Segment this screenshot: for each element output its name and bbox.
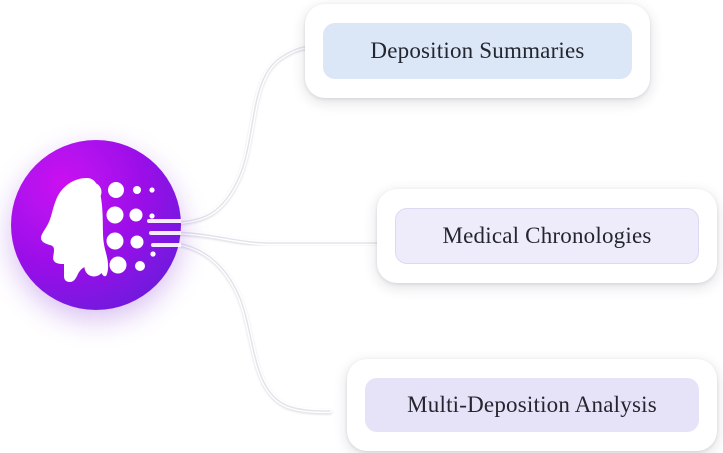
ai-head-neural-icon [41, 178, 181, 282]
connector-to-medical-chronologies-core [167, 231, 393, 244]
connector-to-multi-deposition-analysis-core [169, 241, 331, 412]
card-deposition-summaries[interactable]: Deposition Summaries [305, 4, 650, 98]
pill-deposition-summaries: Deposition Summaries [323, 23, 632, 79]
pill-medical-chronologies: Medical Chronologies [395, 208, 699, 264]
pill-multi-deposition-analysis: Multi-Deposition Analysis [365, 378, 699, 432]
connector-to-deposition-summaries-core [171, 45, 319, 223]
card-label-medical-chronologies: Medical Chronologies [442, 223, 652, 248]
connector-to-medical-chronologies [165, 229, 395, 246]
connector-to-multi-deposition-analysis [167, 239, 333, 414]
card-multi-deposition-analysis[interactable]: Multi-Deposition Analysis [347, 359, 717, 451]
card-label-multi-deposition-analysis: Multi-Deposition Analysis [407, 392, 657, 417]
ai-brain-node[interactable] [11, 140, 181, 310]
card-medical-chronologies[interactable]: Medical Chronologies [377, 189, 717, 283]
card-label-deposition-summaries: Deposition Summaries [370, 38, 585, 63]
connector-to-deposition-summaries [169, 43, 321, 225]
